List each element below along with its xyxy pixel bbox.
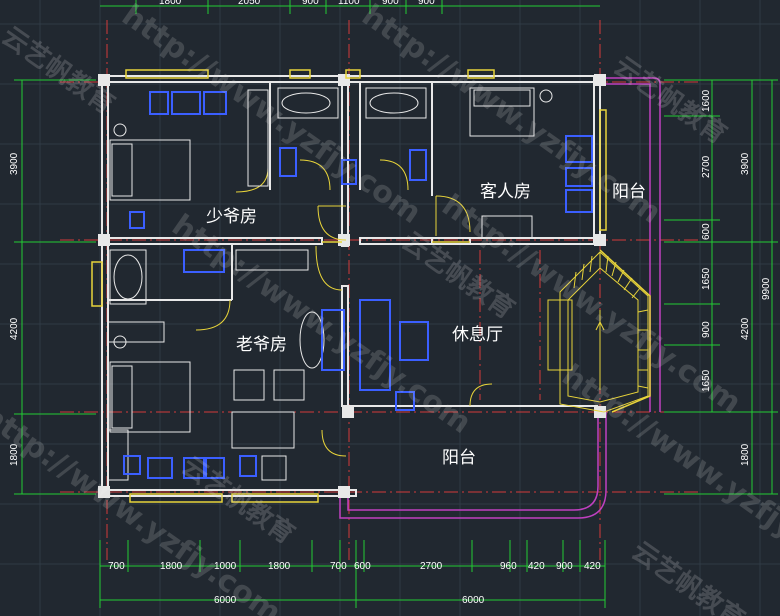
dim-top: 900 xyxy=(382,0,399,7)
room-labels: 少爷房 客人房 阳台 老爷房 休息厅 阳台 xyxy=(206,182,646,468)
room-label-laoye: 老爷房 xyxy=(236,335,287,355)
dim-bottom: 900 xyxy=(556,561,573,572)
dim-right-outer: 1800 xyxy=(740,443,751,466)
dim-bottom-total: 6000 xyxy=(214,595,237,606)
room-label-yangtai-east: 阳台 xyxy=(612,182,646,202)
dim-bottom: 420 xyxy=(528,561,545,572)
dim-right: 1650 xyxy=(701,267,712,290)
columns xyxy=(98,74,606,498)
dim-top: 1100 xyxy=(338,0,360,7)
dimension-lines xyxy=(14,0,778,608)
dim-right-outer: 3900 xyxy=(740,152,751,175)
dim-right: 2700 xyxy=(701,155,712,178)
dim-bottom: 700 xyxy=(330,561,347,572)
dim-top: 900 xyxy=(302,0,319,7)
room-label-yangtai-south: 阳台 xyxy=(442,448,476,468)
dim-bottom: 600 xyxy=(354,561,371,572)
dim-right: 900 xyxy=(701,321,712,338)
dim-bottom: 700 xyxy=(108,561,125,572)
room-label-xiuxi: 休息厅 xyxy=(452,325,503,345)
fixtures xyxy=(107,87,553,481)
dim-top: 1800 xyxy=(159,0,182,7)
dim-top: 900 xyxy=(418,0,435,7)
dim-bottom: 1800 xyxy=(160,561,183,572)
windows xyxy=(91,69,651,503)
dim-left: 1800 xyxy=(9,443,20,466)
dim-bottom-total: 6000 xyxy=(462,595,485,606)
stair xyxy=(547,251,649,413)
dimension-text-bottom: 700 1800 1000 1800 700 600 2700 960 420 … xyxy=(108,561,601,606)
dim-top: 2050 xyxy=(238,0,261,7)
dim-left: 3900 xyxy=(9,152,20,175)
watermark-brand-2: 云艺帆教育 xyxy=(608,50,732,150)
dim-right: 1600 xyxy=(701,89,712,112)
dimension-text-left: 3900 4200 1800 xyxy=(9,152,20,466)
watermark-brand-5: 云艺帆教育 xyxy=(626,535,750,616)
dim-bottom: 960 xyxy=(500,561,517,572)
furniture xyxy=(123,91,593,479)
dim-bottom: 420 xyxy=(584,561,601,572)
watermark-brand-4: 云艺帆教育 xyxy=(176,450,300,550)
watermark-brand-1: 云艺帆教育 xyxy=(0,20,120,120)
dim-right: 600 xyxy=(701,223,712,240)
dim-right-total: 9900 xyxy=(761,277,772,300)
room-label-shaoye: 少爷房 xyxy=(206,207,257,227)
dimension-text-right: 1600 2700 600 1650 900 1650 3900 4200 18… xyxy=(701,89,772,466)
room-label-keren: 客人房 xyxy=(480,182,531,202)
dimension-text-top: 1800 2050 900 1100 900 900 xyxy=(159,0,435,7)
dim-right: 1650 xyxy=(701,369,712,392)
dim-left: 4200 xyxy=(9,317,20,340)
dim-bottom: 1000 xyxy=(214,561,237,572)
dim-right-outer: 4200 xyxy=(740,317,751,340)
dim-bottom: 1800 xyxy=(268,561,291,572)
dim-bottom: 2700 xyxy=(420,561,443,572)
